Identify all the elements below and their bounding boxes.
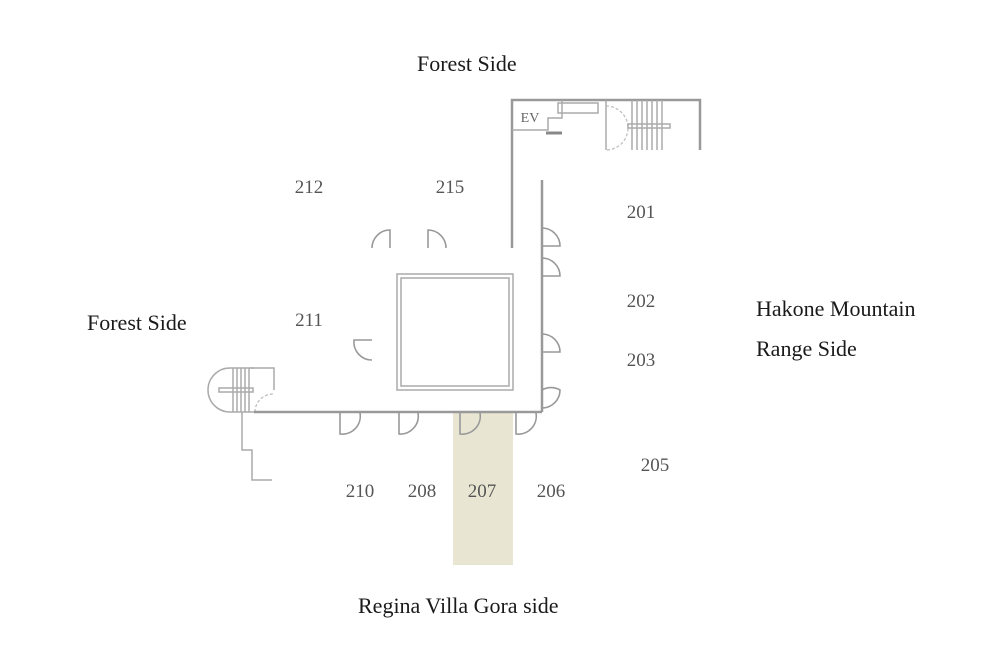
elevator-label: EV [521, 111, 540, 126]
door-210-icon [339, 412, 362, 435]
label-hakone-side-line2: Range Side [756, 336, 857, 361]
room-207[interactable]: 207 [453, 413, 513, 565]
label-forest-side-top: Forest Side [417, 51, 517, 76]
room-207-highlight [453, 413, 513, 565]
door-203-icon [541, 333, 561, 353]
door-207-icon [459, 412, 482, 435]
door-205-icon [541, 386, 561, 409]
room-215[interactable]: 215 [396, 125, 512, 248]
room-211[interactable]: 211 [251, 248, 372, 390]
room-215-number: 215 [436, 177, 465, 198]
room-202[interactable]: 202 [542, 271, 721, 331]
room-207-number: 207 [468, 481, 497, 502]
room-201[interactable]: 201 [542, 150, 721, 271]
room-203-number: 203 [627, 350, 656, 371]
room-212-number: 212 [295, 177, 324, 198]
door-211-icon [353, 339, 373, 361]
courtyard [396, 273, 514, 391]
door-208-icon [398, 412, 420, 435]
stairs-left-icon [207, 367, 275, 413]
door-215-icon [427, 229, 447, 249]
room-210[interactable] [272, 413, 332, 565]
room-212[interactable]: 212 [214, 125, 394, 248]
room-211-number: 211 [295, 310, 323, 331]
room-210-main[interactable]: 210 [292, 413, 392, 565]
label-forest-side-left: Forest Side [87, 310, 187, 335]
label-regina-villa-side: Regina Villa Gora side [358, 593, 559, 618]
room-210-number: 210 [346, 481, 375, 502]
room-202-number: 202 [627, 291, 656, 312]
stairs-top-icon [627, 100, 671, 150]
room-208[interactable]: 208 [392, 413, 453, 565]
door-201-icon [541, 227, 561, 247]
room-206[interactable]: 206 [513, 413, 602, 565]
label-hakone-side-line1: Hakone Mountain [756, 296, 916, 321]
elevator-stair-block: EV [510, 98, 702, 248]
room-205[interactable]: 205 [594, 387, 721, 565]
door-202-icon [541, 257, 561, 277]
room-201-number: 201 [627, 202, 656, 223]
room-203[interactable]: 203 [542, 331, 721, 387]
door-212-icon [371, 229, 391, 249]
room-205-number: 205 [641, 455, 670, 476]
room-206-number: 206 [537, 481, 566, 502]
door-206-icon [515, 412, 538, 435]
room-208-number: 208 [408, 481, 437, 502]
